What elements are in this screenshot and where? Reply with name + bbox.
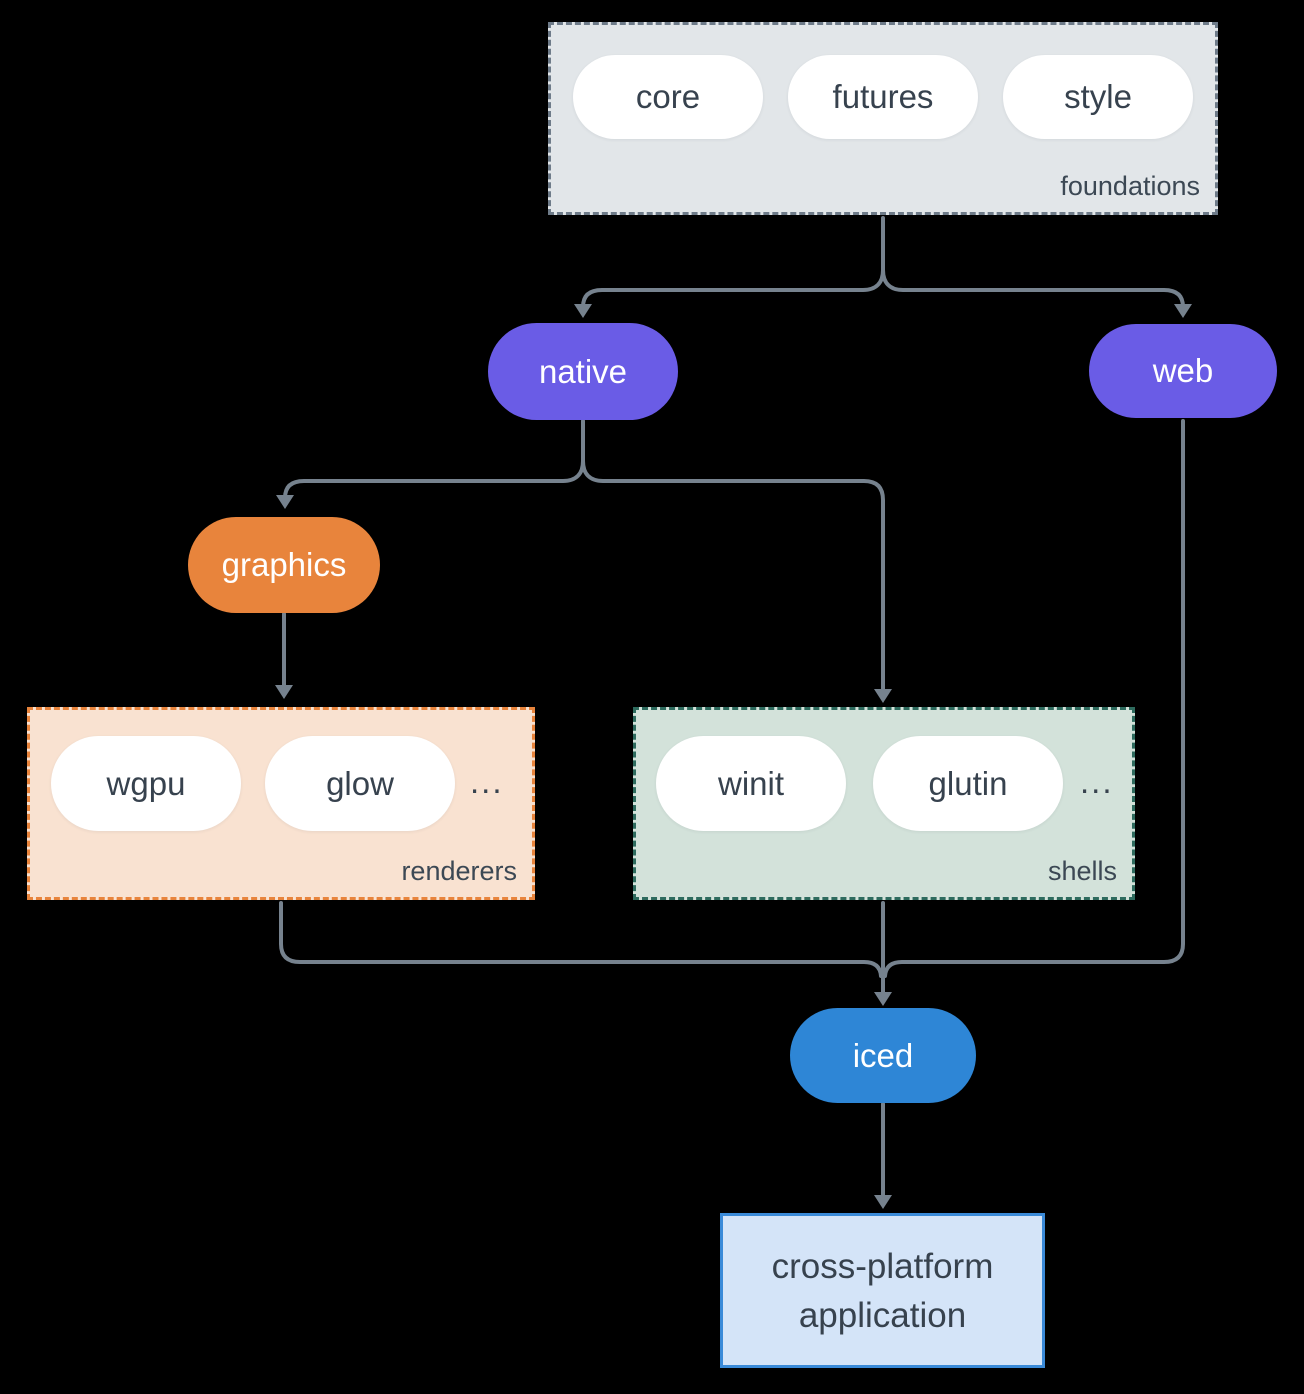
wire-native-graphics [283,419,585,500]
arrowhead-renderers [275,685,293,699]
arrowhead-shells [874,689,892,703]
group-renderers-label: renderers [401,856,517,886]
arrowhead-web [1174,304,1192,318]
node-web: web [1089,324,1277,418]
node-graphics-label: graphics [221,546,347,583]
wire-native-shells [581,459,885,694]
pill-wgpu: wgpu [51,736,241,831]
node-web-label: web [1152,352,1214,389]
node-cross-platform-application: cross-platform application [720,1213,1045,1368]
group-renderers: wgpu glow ... renderers [27,707,535,900]
application-label-line1: cross-platform [771,1246,994,1286]
pill-winit: winit [656,736,846,831]
node-graphics: graphics [188,517,380,613]
node-native: native [488,323,678,420]
pill-glow-label: glow [326,764,394,802]
pill-futures-label: futures [832,78,934,115]
arrowhead-native [574,304,592,318]
renderers-ellipsis: ... [470,763,504,800]
pill-style-label: style [1064,78,1132,115]
arrowhead-iced [874,992,892,1006]
pill-wgpu-label: wgpu [106,764,186,802]
pill-winit-label: winit [717,764,785,802]
pill-glutin: glutin [873,736,1063,831]
wire-renderers-iced [279,901,883,978]
group-shells: winit glutin ... shells [633,707,1135,900]
application-label-line2: application [798,1295,967,1335]
wire-foundations-native [581,216,885,309]
node-iced: iced [790,1008,976,1103]
pill-futures: futures [788,55,978,139]
node-native-label: native [538,352,628,390]
shells-ellipsis: ... [1080,763,1114,800]
node-iced-label: iced [852,1036,914,1074]
group-foundations-label: foundations [1060,171,1200,201]
pill-style: style [1003,55,1193,139]
arrowhead-graphics [276,495,294,509]
group-shells-label: shells [1047,856,1117,886]
pill-core-label: core [635,78,701,115]
wire-foundations-web [881,268,1185,309]
wire-web-iced [883,419,1185,978]
arrowhead-application [874,1195,892,1209]
pill-glow: glow [265,736,455,831]
pill-core: core [573,55,763,139]
pill-glutin-label: glutin [928,764,1008,802]
group-foundations: core futures style foundations [548,22,1218,215]
